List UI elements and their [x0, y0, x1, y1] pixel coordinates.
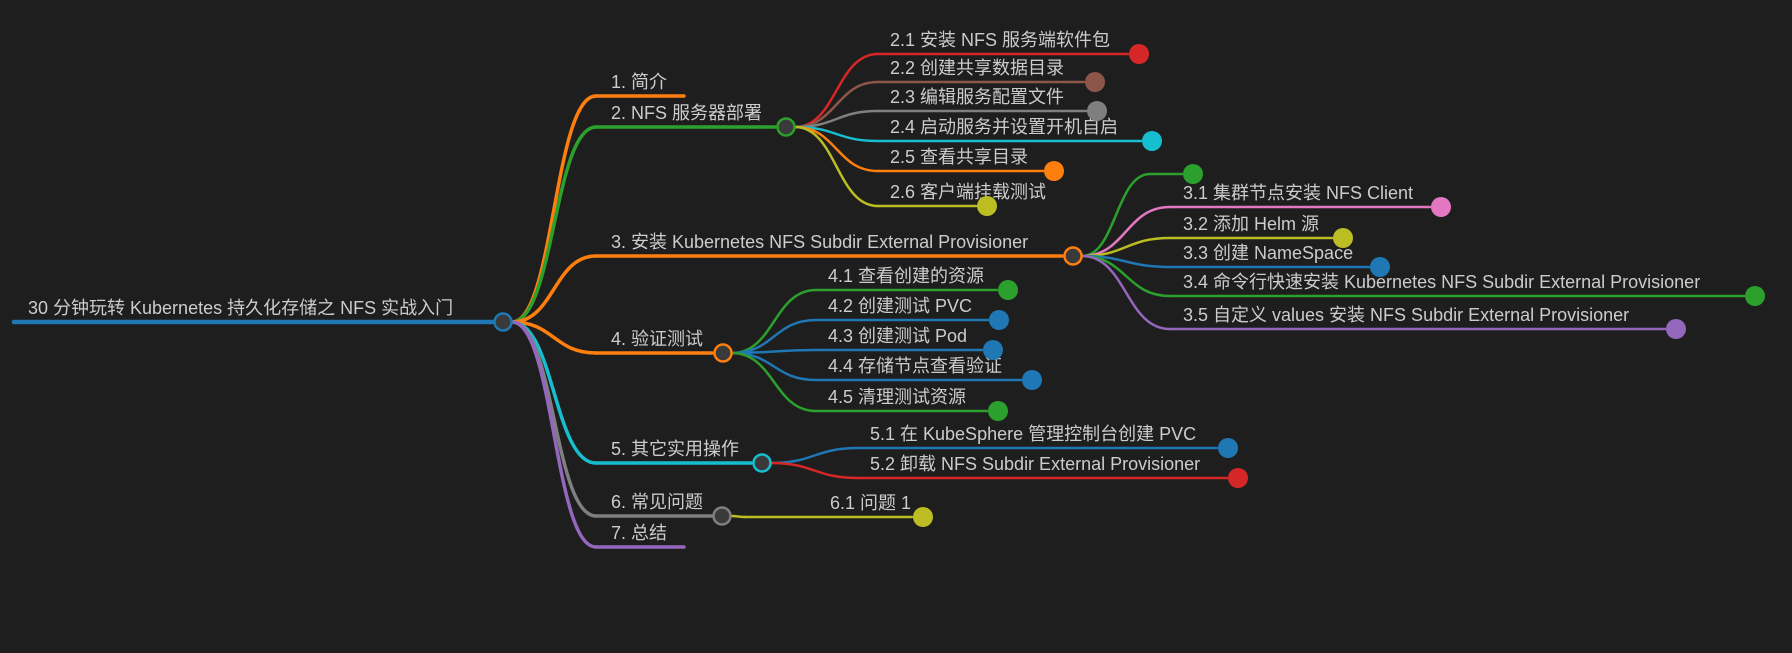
marker-b5_2[interactable] — [1228, 468, 1248, 488]
link-b4_4 — [730, 351, 818, 382]
label-b1[interactable]: 1. 简介 — [611, 72, 667, 92]
marker-b2_5[interactable] — [1044, 161, 1064, 181]
label-b4[interactable]: 4. 验证测试 — [611, 329, 703, 349]
label-b7[interactable]: 7. 总结 — [611, 523, 667, 543]
label-b5_1[interactable]: 5.1 在 KubeSphere 管理控制台创建 PVC — [870, 424, 1196, 444]
label-b3_1[interactable]: 3.1 集群节点安装 NFS Client — [1183, 183, 1413, 203]
link-b5_1 — [769, 446, 860, 465]
label-b2_5[interactable]: 2.5 查看共享目录 — [890, 147, 1028, 167]
marker-b3[interactable] — [1063, 246, 1083, 266]
label-b4_5[interactable]: 4.5 清理测试资源 — [828, 387, 966, 407]
label-b3_5[interactable]: 3.5 自定义 values 安装 NFS Subdir External Pr… — [1183, 305, 1629, 325]
label-root[interactable]: 30 分钟玩转 Kubernetes 持久化存储之 NFS 实战入门 — [28, 298, 453, 318]
link-b3_1 — [1080, 205, 1172, 258]
link-b3_5 — [1080, 254, 1172, 331]
marker-b2_2[interactable] — [1085, 72, 1105, 92]
marker-b5_1[interactable] — [1218, 438, 1238, 458]
link-b4_5 — [730, 351, 818, 413]
marker-b3_3[interactable] — [1370, 257, 1390, 277]
label-b6[interactable]: 6. 常见问题 — [611, 492, 703, 512]
marker-b2_6[interactable] — [977, 196, 997, 216]
label-b3_4[interactable]: 3.4 命令行快速安装 Kubernetes NFS Subdir Extern… — [1183, 272, 1700, 292]
marker-b4_5[interactable] — [988, 401, 1008, 421]
marker-b3_2[interactable] — [1333, 228, 1353, 248]
label-b2_1[interactable]: 2.1 安装 NFS 服务端软件包 — [890, 30, 1110, 50]
label-b4_2[interactable]: 4.2 创建测试 PVC — [828, 296, 972, 316]
link-b2_1 — [793, 52, 880, 129]
label-b3_2[interactable]: 3.2 添加 Helm 源 — [1183, 214, 1319, 234]
link-b7 — [510, 320, 598, 549]
label-b6_1[interactable]: 6.1 问题 1 — [830, 493, 911, 513]
label-b2_2[interactable]: 2.2 创建共享数据目录 — [890, 58, 1064, 78]
marker-b3_0[interactable] — [1183, 164, 1203, 184]
label-b4_4[interactable]: 4.4 存储节点查看验证 — [828, 356, 1002, 376]
label-b3_3[interactable]: 3.3 创建 NameSpace — [1183, 243, 1353, 263]
link-b3_0 — [1080, 172, 1152, 258]
marker-b4_2[interactable] — [989, 310, 1009, 330]
label-b4_3[interactable]: 4.3 创建测试 Pod — [828, 326, 967, 346]
link-b4_2 — [730, 318, 818, 355]
marker-b4_1[interactable] — [998, 280, 1018, 300]
marker-b6[interactable] — [712, 506, 732, 526]
label-b5_2[interactable]: 5.2 卸载 NFS Subdir External Provisioner — [870, 454, 1200, 474]
label-b5[interactable]: 5. 其它实用操作 — [611, 439, 739, 459]
marker-b3_1[interactable] — [1431, 197, 1451, 217]
label-b2_4[interactable]: 2.4 启动服务并设置开机自启 — [890, 117, 1118, 137]
label-b2[interactable]: 2. NFS 服务器部署 — [611, 103, 762, 123]
marker-b4_3[interactable] — [983, 340, 1003, 360]
label-b3[interactable]: 3. 安装 Kubernetes NFS Subdir External Pro… — [611, 232, 1028, 252]
link-b3 — [510, 254, 598, 324]
marker-b4[interactable] — [713, 343, 733, 363]
label-b2_6[interactable]: 2.6 客户端挂载测试 — [890, 182, 1046, 202]
link-b4 — [510, 320, 598, 355]
link-b5_2 — [769, 461, 860, 480]
marker-root[interactable] — [493, 312, 513, 332]
marker-b3_4[interactable] — [1745, 286, 1765, 306]
marker-b2_3[interactable] — [1087, 101, 1107, 121]
marker-b2_4[interactable] — [1142, 131, 1162, 151]
marker-b2_1[interactable] — [1129, 44, 1149, 64]
link-b2_6 — [793, 125, 880, 208]
marker-b6_1[interactable] — [913, 507, 933, 527]
marker-b3_5[interactable] — [1666, 319, 1686, 339]
link-b6_1 — [729, 514, 747, 519]
link-b4_1 — [730, 288, 818, 355]
marker-b4_4[interactable] — [1022, 370, 1042, 390]
marker-b5[interactable] — [752, 453, 772, 473]
link-b2 — [510, 125, 598, 324]
label-b4_1[interactable]: 4.1 查看创建的资源 — [828, 266, 984, 286]
marker-b2[interactable] — [776, 117, 796, 137]
label-b2_3[interactable]: 2.3 编辑服务配置文件 — [890, 87, 1064, 107]
